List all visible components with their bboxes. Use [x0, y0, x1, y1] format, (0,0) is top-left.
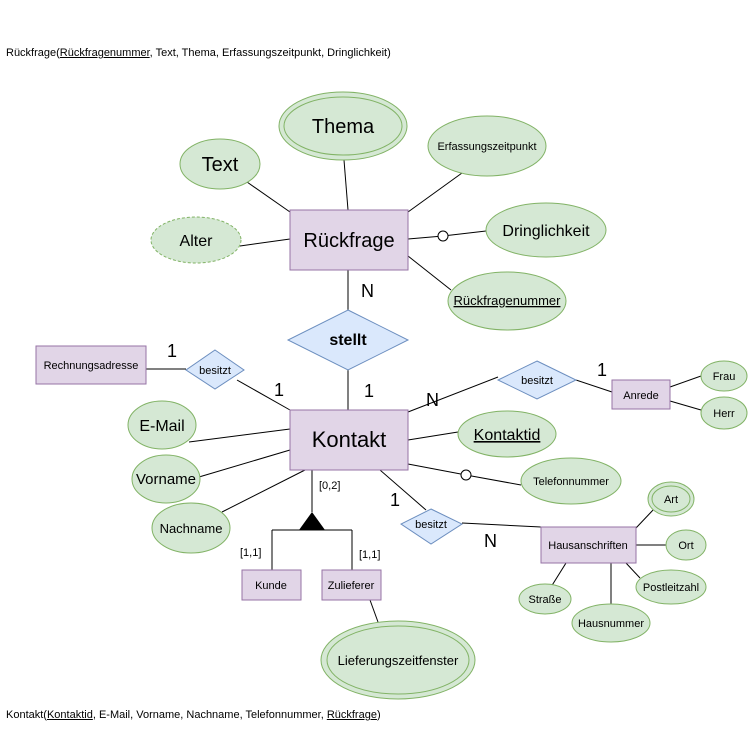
svg-text:Kontakt: Kontakt — [312, 427, 387, 452]
schema-kontakt-fk: Rückfrage — [326, 709, 377, 721]
svg-text:Alter: Alter — [180, 233, 214, 250]
svg-text:besitzt: besitzt — [521, 375, 553, 387]
svg-text:Rückfragenummer: Rückfragenummer — [454, 293, 562, 308]
svg-text:Rückfrage: Rückfrage — [303, 230, 394, 252]
svg-text:Kunde: Kunde — [255, 580, 287, 592]
entity-zulieferer[interactable]: Zulieferer — [321, 569, 382, 601]
attribute-hausnummer[interactable]: Hausnummer — [571, 603, 651, 643]
svg-text:Art: Art — [664, 494, 678, 506]
connectors — [146, 159, 702, 623]
svg-text:stellt: stellt — [329, 332, 367, 349]
svg-text:Ort: Ort — [678, 540, 693, 552]
attribute-strasse[interactable]: Straße — [518, 583, 572, 615]
svg-text:Anrede: Anrede — [623, 390, 658, 402]
entity-rueckfrage[interactable]: Rückfrage — [289, 209, 409, 271]
card-kunde: [1,1] — [240, 547, 261, 559]
entity-hausanschriften[interactable]: Hausanschriften — [540, 526, 637, 564]
svg-text:Vorname: Vorname — [136, 471, 196, 488]
entity-kontakt[interactable]: Kontakt — [289, 409, 409, 471]
card-stellt-1: 1 — [364, 381, 374, 401]
schema-rueckfrage: Rückfrage(Rückfragenummer, Text, Thema, … — [6, 47, 391, 59]
entity-kunde[interactable]: Kunde — [241, 569, 302, 601]
relationship-besitzt-rechnungsadresse[interactable]: besitzt — [185, 349, 245, 390]
svg-text:E-Mail: E-Mail — [139, 418, 184, 435]
specialization-triangle — [299, 512, 325, 530]
attribute-frau[interactable]: Frau — [700, 360, 748, 392]
svg-text:Telefonnummer: Telefonnummer — [533, 476, 609, 488]
attribute-ort[interactable]: Ort — [665, 529, 707, 561]
svg-text:Dringlichkeit: Dringlichkeit — [502, 223, 590, 240]
schema-kontakt-key: Kontaktid — [46, 709, 93, 721]
attribute-postleitzahl[interactable]: Postleitzahl — [635, 569, 707, 605]
card-rechnung-1: 1 — [167, 341, 177, 361]
attribute-nachname[interactable]: Nachname — [151, 502, 231, 554]
attribute-art[interactable]: Art — [647, 481, 695, 517]
relationship-besitzt-hausanschriften[interactable]: besitzt — [400, 508, 464, 545]
attribute-dringlichkeit[interactable]: Dringlichkeit — [485, 202, 607, 258]
attribute-alter[interactable]: Alter — [150, 216, 242, 264]
svg-text:Frau: Frau — [713, 371, 736, 383]
schema-rueckfrage-key: Rückfragenummer — [59, 47, 150, 59]
svg-text:Nachname: Nachname — [160, 521, 223, 536]
card-kontakt-rechnung-1: 1 — [274, 380, 284, 400]
attribute-kontaktid[interactable]: Kontaktid — [457, 410, 557, 458]
svg-text:besitzt: besitzt — [199, 365, 231, 377]
card-haus-n: N — [484, 531, 497, 551]
svg-text:Postleitzahl: Postleitzahl — [643, 582, 699, 594]
attribute-thema[interactable]: Thema — [278, 91, 408, 161]
optional-marker-telefonnummer — [460, 469, 472, 481]
relationship-stellt[interactable]: stellt — [286, 309, 410, 371]
svg-text:besitzt: besitzt — [415, 519, 447, 531]
attribute-lieferungszeitfenster[interactable]: Lieferungszeitfenster — [320, 620, 476, 700]
svg-text:Hausnummer: Hausnummer — [578, 618, 644, 630]
svg-text:Lieferungszeitfenster: Lieferungszeitfenster — [338, 653, 459, 668]
card-anrede-1: 1 — [597, 360, 607, 380]
card-zulieferer: [1,1] — [359, 549, 380, 561]
card-kontakt-haus-1: 1 — [390, 490, 400, 510]
relationship-besitzt-anrede[interactable]: besitzt — [496, 360, 578, 400]
entity-rechnungsadresse[interactable]: Rechnungsadresse — [35, 345, 147, 385]
attribute-vorname[interactable]: Vorname — [131, 454, 201, 504]
svg-text:Straße: Straße — [528, 594, 561, 606]
card-spec-total: [0,2] — [319, 480, 340, 492]
svg-text:Kontaktid: Kontaktid — [474, 427, 541, 444]
svg-text:Erfassungszeitpunkt: Erfassungszeitpunkt — [437, 141, 536, 153]
entity-anrede[interactable]: Anrede — [611, 379, 671, 410]
attribute-erfassungszeitpunkt[interactable]: Erfassungszeitpunkt — [427, 115, 547, 177]
svg-text:Rechnungsadresse: Rechnungsadresse — [44, 360, 139, 372]
svg-text:Zulieferer: Zulieferer — [328, 580, 375, 592]
svg-text:Herr: Herr — [713, 408, 735, 420]
card-rueckfrage-n: N — [361, 281, 374, 301]
optional-marker-dringlichkeit — [437, 230, 449, 242]
svg-text:Hausanschriften: Hausanschriften — [548, 540, 628, 552]
attribute-email[interactable]: E-Mail — [127, 400, 197, 450]
svg-text:Thema: Thema — [312, 116, 375, 138]
svg-text:Text: Text — [202, 154, 239, 176]
card-kontakt-anrede-n: N — [426, 390, 439, 410]
attribute-telefonnummer[interactable]: Telefonnummer — [520, 457, 622, 505]
attribute-text[interactable]: Text — [179, 138, 261, 190]
schema-kontakt: Kontakt(Kontaktid, E-Mail, Vorname, Nach… — [6, 709, 381, 721]
attribute-herr[interactable]: Herr — [700, 396, 748, 430]
attribute-rueckfragenummer[interactable]: Rückfragenummer — [447, 271, 567, 331]
